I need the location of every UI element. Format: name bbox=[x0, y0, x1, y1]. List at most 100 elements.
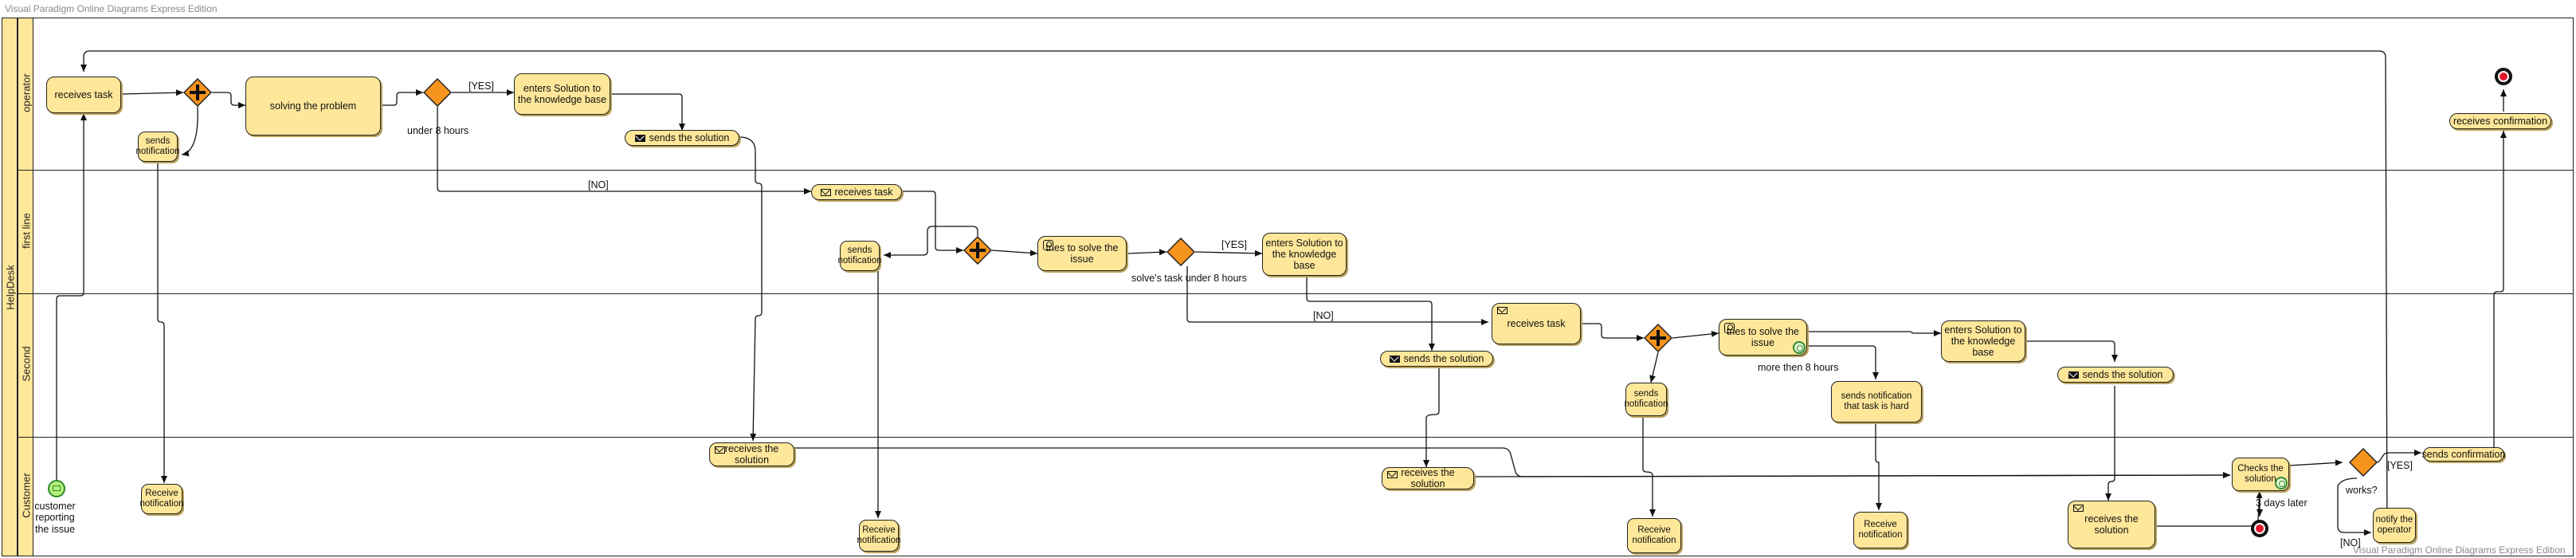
flow-cu-solution3-to-checks bbox=[2155, 490, 2263, 527]
label-cu-no: [NO] bbox=[2340, 537, 2361, 548]
task-sc-enters-solution[interactable]: enters Solution to the knowledge base bbox=[1941, 320, 2025, 362]
task-fl-receives-task[interactable]: receives task bbox=[811, 184, 902, 200]
task-fl-enters-solution[interactable]: enters Solution to the knowledge base bbox=[1262, 233, 1347, 276]
task-op-enters-solution[interactable]: enters Solution to the knowledge base bbox=[514, 73, 610, 115]
task-sc-receives-task-label: receives task bbox=[1507, 318, 1566, 329]
task-op-sends-notification[interactable]: sends notification bbox=[136, 132, 180, 162]
label-op-under-8-hours: under 8 hours bbox=[407, 125, 469, 136]
task-cu-receive-notification-3[interactable]: Receive notification bbox=[1627, 518, 1681, 553]
watermark-bottom: Visual Paradigm Online Diagrams Express … bbox=[2353, 544, 2566, 556]
task-sc-tries-to-solve[interactable]: tries to solve the issue bbox=[1719, 319, 1807, 356]
gateway-fl-exclusive[interactable] bbox=[1166, 237, 1196, 267]
label-sc-more-than-8: more then 8 hours bbox=[1758, 362, 1839, 373]
flow-receives-to-gateway bbox=[121, 89, 184, 96]
flow-sc-gateway-to-tries bbox=[1672, 330, 1719, 339]
timer-boundary-icon[interactable] bbox=[2275, 477, 2288, 489]
lane-divider-2 bbox=[18, 293, 2574, 294]
label-3-days-later: 3 days later bbox=[2256, 497, 2307, 509]
flow-gateway-to-solving bbox=[212, 92, 245, 108]
task-cu-receives-solution-3-label: receives the solution bbox=[2084, 513, 2139, 536]
watermark-top: Visual Paradigm Online Diagrams Express … bbox=[5, 3, 218, 14]
flow-fl-no-to-second bbox=[1186, 266, 1488, 325]
label-op-no: [NO] bbox=[588, 179, 609, 191]
message-send-icon bbox=[1389, 355, 1400, 363]
flow-works-no-to-notify bbox=[2337, 477, 2371, 536]
task-sc-sends-solution-left[interactable]: sends the solution bbox=[1380, 351, 1493, 367]
gateway-op-parallel[interactable] bbox=[182, 77, 213, 108]
flow-sends-confirmation-to-op bbox=[2472, 131, 2507, 454]
flow-gateway-to-notification bbox=[181, 106, 198, 157]
lane-divider-1 bbox=[18, 170, 2574, 171]
message-send-icon bbox=[634, 134, 645, 142]
message-send-icon bbox=[2068, 371, 2079, 379]
user-task-icon bbox=[1043, 240, 1053, 250]
task-sc-sends-solution-left-label: sends the solution bbox=[1403, 353, 1484, 364]
task-sc-sends-notification-hard[interactable]: sends notification that task is hard bbox=[1831, 381, 1922, 422]
flow-sc-tries-to-hard-notification bbox=[1807, 345, 1879, 379]
timer-boundary-icon[interactable] bbox=[1793, 341, 1806, 354]
task-cu-notify-operator[interactable]: notify the operator bbox=[2373, 508, 2416, 543]
task-sc-receives-task[interactable]: receives task bbox=[1492, 303, 1581, 344]
gateway-op-exclusive[interactable] bbox=[422, 77, 453, 108]
flow-fl-notification-to-customer bbox=[861, 265, 881, 518]
parallel-gateway-icon bbox=[182, 77, 213, 108]
task-fl-tries-to-solve[interactable]: tries to solve the issue bbox=[1037, 236, 1127, 271]
flow-fl-yes-to-enters bbox=[1194, 250, 1263, 257]
label-customer-reporting: customer reporting the issue bbox=[34, 501, 76, 535]
flow-fl-enters-to-sends-solution bbox=[1306, 276, 1435, 351]
task-cu-receives-solution-1-label: receives the solution bbox=[724, 443, 779, 466]
flow-op-sends-solution-to-customer bbox=[739, 136, 763, 442]
gateway-cu-works[interactable] bbox=[2348, 447, 2378, 477]
task-sc-tries-to-solve-label: tries to solve the issue bbox=[1726, 326, 1799, 348]
flow-fl-gateway-to-tries bbox=[991, 250, 1038, 257]
flow-enters-to-sends-solution bbox=[610, 93, 685, 131]
task-fl-sends-notification[interactable]: sends notification bbox=[838, 241, 882, 271]
start-event-customer[interactable] bbox=[48, 480, 65, 497]
flow-cu-solution2-to-checks bbox=[1473, 472, 2231, 479]
task-op-solving-problem[interactable]: solving the problem bbox=[245, 77, 381, 136]
flow-cu-solution1-to-checks bbox=[794, 447, 2231, 479]
task-sc-sends-solution-right[interactable]: sends the solution bbox=[2057, 367, 2174, 383]
flow-sc-gateway-to-notification bbox=[1649, 352, 1659, 383]
flow-sc-hard-to-customer bbox=[1875, 422, 1882, 510]
flow-no-to-first-line bbox=[437, 107, 811, 195]
flow-fl-tries-to-gateway bbox=[1126, 249, 1167, 256]
flow-sc-enters-to-sends-solution bbox=[2027, 340, 2118, 362]
task-cu-receive-notification-2[interactable]: Receive notification bbox=[857, 520, 901, 552]
flow-notify-to-op-receives bbox=[80, 50, 2396, 537]
label-works: works? bbox=[2346, 485, 2378, 496]
flow-start-to-receives-task bbox=[56, 113, 87, 480]
task-op-receives-confirmation[interactable]: receives confirmation bbox=[2449, 113, 2551, 129]
task-cu-sends-confirmation[interactable]: sends confirmation bbox=[2421, 447, 2506, 462]
flow-checks-to-works bbox=[2288, 459, 2343, 466]
message-receive-icon bbox=[715, 446, 725, 454]
task-cu-receives-solution-2[interactable]: receives the solution bbox=[1382, 467, 1474, 489]
exclusive-gateway-icon bbox=[422, 77, 453, 108]
message-receive-icon bbox=[1497, 307, 1508, 314]
task-cu-receives-solution-2-label: receives the solution bbox=[1401, 467, 1455, 489]
exclusive-gateway-icon bbox=[1166, 237, 1196, 267]
label-fl-solves-under-8: solve's task under 8 hours bbox=[1131, 273, 1247, 284]
flow-sc-tries-to-enters bbox=[1807, 330, 1941, 336]
pool-header: HelpDesk bbox=[2, 18, 18, 556]
task-cu-receive-notification-4[interactable]: Receive notification bbox=[1853, 512, 1907, 548]
end-event-operator[interactable] bbox=[2495, 68, 2512, 85]
flow-sc-notification-to-customer bbox=[1642, 416, 1656, 517]
flow-sc-left-solution-to-customer bbox=[1423, 367, 1440, 467]
flow-op-notification-to-customer bbox=[157, 161, 167, 483]
task-sc-sends-notification[interactable]: sends notification bbox=[1625, 383, 1668, 416]
gateway-sc-parallel[interactable] bbox=[1643, 323, 1673, 353]
message-receive-icon bbox=[1387, 471, 1398, 478]
task-fl-receives-task-label: receives task bbox=[834, 187, 893, 198]
task-op-receives-task[interactable]: receives task bbox=[46, 77, 121, 113]
task-cu-receive-notification-1[interactable]: Receive notification bbox=[140, 484, 184, 514]
end-event-customer[interactable] bbox=[2251, 520, 2268, 537]
gateway-fl-parallel[interactable] bbox=[963, 235, 993, 265]
task-cu-receives-solution-3[interactable]: receives the solution bbox=[2068, 501, 2155, 548]
task-op-sends-solution[interactable]: sends the solution bbox=[625, 130, 739, 146]
task-cu-receives-solution-1[interactable]: receives the solution bbox=[709, 442, 794, 466]
flow-solving-to-gateway bbox=[381, 89, 423, 106]
task-fl-tries-to-solve-label: tries to solve the issue bbox=[1045, 242, 1119, 265]
task-cu-sends-confirmation-label: sends confirmation bbox=[2421, 449, 2506, 460]
flow-works-yes-to-sends-confirmation bbox=[2375, 450, 2421, 463]
